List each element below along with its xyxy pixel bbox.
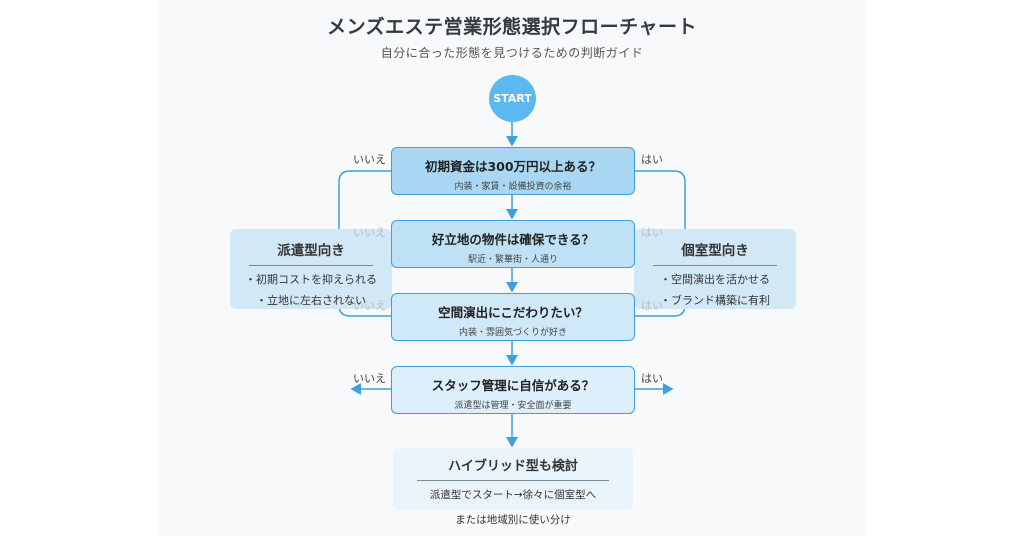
no-label-q3: いいえ <box>353 299 386 312</box>
question-subtext: 内装・雰囲気づくりが好き <box>458 328 567 338</box>
no-label-q2: いいえ <box>353 226 386 239</box>
right-result-title: 個室型向き <box>681 243 749 259</box>
question-subtext: 派遣型は管理・安全面が重要 <box>454 401 572 411</box>
question-text: スタッフ管理に自信がある？ <box>431 378 595 393</box>
question-text: 空間演出にこだわりたい？ <box>438 305 588 320</box>
question-subtext: 内装・家賃・設備投資の余裕 <box>454 182 572 192</box>
question-text: 好立地の物件は確保できる？ <box>431 232 595 247</box>
right-result-box: 個室型向き ・空間演出を活かせる ・ブランド構築に有利 <box>634 229 796 309</box>
yes-label-q3: はい <box>641 299 663 312</box>
question-box-2: 好立地の物件は確保できる？ 駅近・繁華街・人通り <box>391 220 635 268</box>
final-line: または地域別に使い分け <box>455 514 571 526</box>
question-box-4: スタッフ管理に自信がある？ 派遣型は管理・安全面が重要 <box>391 366 635 414</box>
question-subtext: 駅近・繁華街・人通り <box>467 255 558 265</box>
right-result-divider <box>653 265 777 266</box>
right-result-item: ・ブランド構築に有利 <box>660 294 770 307</box>
left-result-box: 派遣型向き ・初期コストを抑えられる ・立地に左右されない <box>230 229 392 309</box>
question-box-1: 初期資金は300万円以上ある？ 内装・家賃・設備投資の余裕 <box>391 147 635 195</box>
final-box: ハイブリッド型も検討 派遣型でスタート→徐々に個室型へ または地域別に使い分け <box>393 448 633 526</box>
no-label-q1: いいえ <box>353 153 386 166</box>
page-subtitle: 自分に合った形態を見つけるための判断ガイド <box>380 46 644 60</box>
yes-label-q2: はい <box>641 226 663 239</box>
page-title: メンズエステ営業形態選択フローチャート <box>327 16 697 38</box>
start-node: START <box>489 75 536 122</box>
no-label-q4: いいえ <box>353 372 386 385</box>
left-result-item: ・初期コストを抑えられる <box>245 273 377 286</box>
yes-label-q1: はい <box>641 153 663 166</box>
left-result-title: 派遣型向き <box>277 243 345 259</box>
right-result-item: ・空間演出を活かせる <box>660 273 770 286</box>
question-text: 初期資金は300万円以上ある？ <box>424 159 602 174</box>
left-result-item: ・立地に左右されない <box>256 294 366 307</box>
left-result-divider <box>249 265 373 266</box>
final-title: ハイブリッド型も検討 <box>448 459 578 474</box>
final-divider <box>417 480 609 481</box>
yes-label-q4: はい <box>641 372 663 385</box>
final-line: 派遣型でスタート→徐々に個室型へ <box>429 489 597 501</box>
question-box-3: 空間演出にこだわりたい？ 内装・雰囲気づくりが好き <box>391 293 635 341</box>
